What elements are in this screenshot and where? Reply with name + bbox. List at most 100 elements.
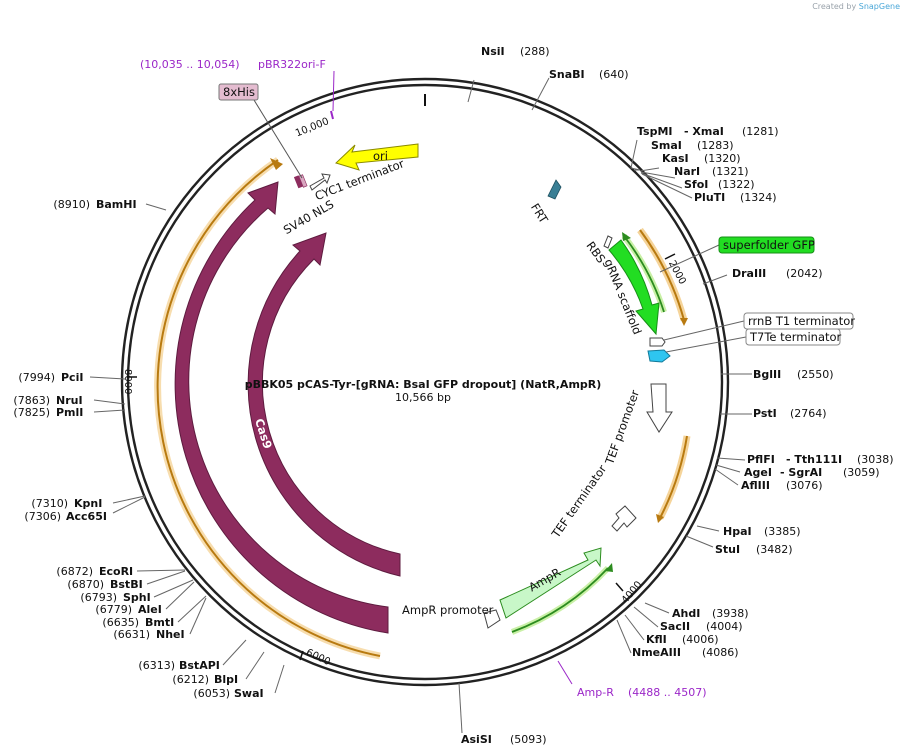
site-name[interactable]: DraIII bbox=[732, 267, 766, 280]
orange-band-tef-glow bbox=[656, 435, 691, 520]
t7te-box bbox=[745, 328, 841, 346]
site-name[interactable]: AflIII bbox=[741, 479, 770, 492]
leader-sfoi bbox=[640, 172, 683, 189]
site-pos: (2042) bbox=[786, 267, 823, 280]
site-pos: (7306) bbox=[24, 510, 61, 523]
primer-leader-pbr322ori-f bbox=[332, 70, 335, 112]
leader-nmeaiii bbox=[616, 619, 632, 654]
site-name[interactable]: PmlI bbox=[56, 406, 83, 419]
plasmid-length: 10,566 bp bbox=[395, 391, 451, 404]
green-bands bbox=[510, 232, 667, 635]
site-name[interactable]: Acc65I bbox=[66, 510, 107, 523]
leader-bmti bbox=[177, 595, 207, 623]
site-name[interactable]: - XmaI bbox=[684, 125, 724, 138]
site-name[interactable]: TspMI bbox=[637, 125, 673, 138]
site-name[interactable]: PflFI bbox=[747, 453, 775, 466]
rrnb-t1-arrow bbox=[649, 337, 666, 347]
orange-band-left bbox=[156, 159, 381, 657]
gfp-leader bbox=[659, 244, 720, 273]
leader-nari bbox=[640, 171, 676, 179]
primer-name-amp-r: Amp-R bbox=[577, 686, 614, 699]
site-pos: (1283) bbox=[697, 139, 734, 152]
site-name[interactable]: BamHI bbox=[96, 198, 137, 211]
site-name[interactable]: BglII bbox=[753, 368, 781, 381]
site-pos: (1321) bbox=[712, 165, 749, 178]
site-name[interactable]: SnaBI bbox=[549, 68, 585, 81]
tick-6000 bbox=[299, 650, 304, 661]
site-name[interactable]: NruI bbox=[56, 394, 83, 407]
leader-afliii bbox=[714, 468, 739, 486]
plasmid-name: pBBK05 pCAS-Tyr-[gRNA: BsaI GFP dropout]… bbox=[245, 378, 602, 391]
ori-feature: ori bbox=[335, 143, 419, 171]
leader-ecori bbox=[136, 569, 186, 572]
site-name[interactable]: PluTI bbox=[694, 191, 725, 204]
cas9-inner-arrow bbox=[247, 232, 401, 577]
leader-sacii bbox=[633, 606, 659, 628]
tef-promoter-feature: TEF promoter bbox=[602, 383, 673, 467]
superfolder-gfp-arrow bbox=[608, 239, 660, 336]
site-name[interactable]: BlpI bbox=[214, 673, 238, 686]
site-pos: (4006) bbox=[682, 633, 719, 646]
site-name[interactable]: - SgrAI bbox=[780, 466, 822, 479]
leader-ahdi bbox=[644, 602, 670, 614]
ori-label: ori bbox=[373, 149, 388, 163]
superfolder-gfp-box bbox=[718, 236, 815, 254]
site-name[interactable]: NheI bbox=[156, 628, 185, 641]
site-name[interactable]: BstBI bbox=[110, 578, 143, 591]
gfp-band-head bbox=[622, 232, 631, 241]
leader-acc65i bbox=[112, 496, 146, 514]
site-name[interactable]: NsiI bbox=[481, 45, 505, 58]
site-name[interactable]: NarI bbox=[674, 165, 700, 178]
site-name[interactable]: AsiSI bbox=[461, 733, 492, 746]
site-name[interactable]: AleI bbox=[138, 603, 162, 616]
site-pos: (1322) bbox=[718, 178, 755, 191]
site-name[interactable]: SwaI bbox=[234, 687, 264, 700]
site-pos: (6872) bbox=[56, 565, 93, 578]
leader-kfli bbox=[624, 614, 645, 641]
site-name[interactable]: PstI bbox=[753, 407, 777, 420]
site-name[interactable]: SacII bbox=[660, 620, 690, 633]
site-name[interactable]: PciI bbox=[61, 371, 83, 384]
site-name[interactable]: KpnI bbox=[74, 497, 102, 510]
cyc1-arrow bbox=[309, 173, 331, 191]
site-name[interactable]: - Tth111I bbox=[786, 453, 842, 466]
cas9-inner-feature: Cas9 bbox=[247, 232, 401, 577]
outer-orange-band bbox=[154, 157, 381, 660]
leader-agei bbox=[715, 464, 741, 473]
site-name[interactable]: SfoI bbox=[684, 178, 708, 191]
primer-range-amp-r: (4488 .. 4507) bbox=[628, 686, 707, 699]
site-name[interactable]: SmaI bbox=[651, 139, 682, 152]
site-name[interactable]: SphI bbox=[123, 591, 151, 604]
tef-promoter-label: TEF promoter bbox=[602, 388, 642, 467]
site-pos: (640) bbox=[599, 68, 629, 81]
site-pos: (3076) bbox=[786, 479, 823, 492]
site-name[interactable]: HpaI bbox=[723, 525, 752, 538]
site-name[interactable]: KasI bbox=[662, 152, 689, 165]
t7te-arrow bbox=[647, 349, 671, 363]
site-pos: (4004) bbox=[706, 620, 743, 633]
leader-nrui bbox=[93, 399, 126, 405]
frt-feature: FRT bbox=[528, 179, 562, 227]
site-name[interactable]: AgeI bbox=[744, 466, 772, 479]
orange-band-gfp-head bbox=[680, 318, 688, 326]
site-name[interactable]: BstAPI bbox=[179, 659, 220, 672]
leader-swai bbox=[274, 664, 285, 694]
site-name[interactable]: KflI bbox=[646, 633, 667, 646]
site-pos: (2550) bbox=[797, 368, 834, 381]
primer-range-pbr322ori-f: (10,035 .. 10,054) bbox=[140, 58, 240, 71]
site-pos: (1324) bbox=[740, 191, 777, 204]
site-pos: (6212) bbox=[172, 673, 209, 686]
tef-promoter-arrow bbox=[646, 383, 673, 433]
site-pos: (6635) bbox=[102, 616, 139, 629]
his-tag-leader bbox=[253, 99, 303, 179]
site-name[interactable]: StuI bbox=[715, 543, 740, 556]
site-pos: (4086) bbox=[702, 646, 739, 659]
backbone-inner-ring bbox=[126, 83, 724, 681]
site-name[interactable]: EcoRI bbox=[99, 565, 133, 578]
site-name[interactable]: BmtI bbox=[145, 616, 174, 629]
leader-alei bbox=[165, 581, 195, 610]
his-tag-label: 8xHis bbox=[223, 85, 255, 99]
site-name[interactable]: NmeAIII bbox=[632, 646, 681, 659]
site-name[interactable]: AhdI bbox=[672, 607, 700, 620]
